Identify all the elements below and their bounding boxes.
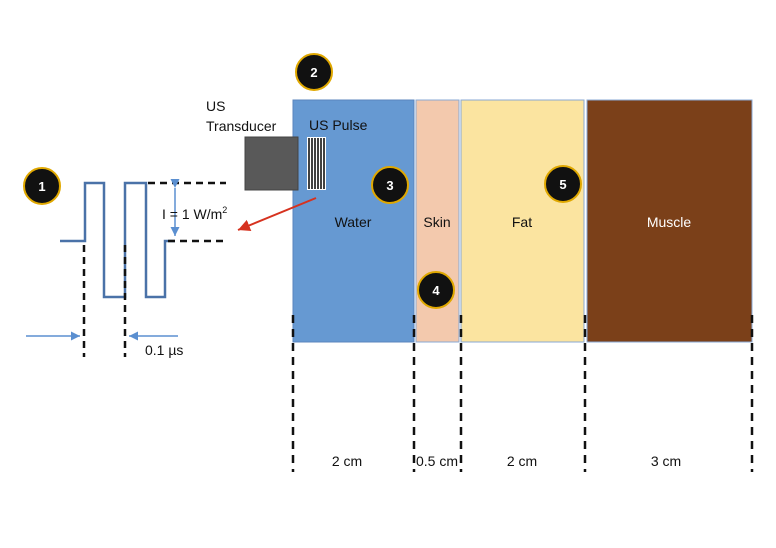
us-pulse-icon [307, 137, 326, 190]
pulse-arrow [237, 197, 317, 231]
us-pulse-label: US Pulse [309, 117, 368, 133]
badge-3: 3 [371, 166, 409, 204]
transducer-label-line2: Transducer [206, 118, 277, 134]
thickness-fat: 2 cm [507, 453, 537, 469]
layer-water-label: Water [335, 214, 372, 230]
layer-muscle [586, 99, 753, 343]
transducer-label-line1: US [206, 98, 225, 114]
svg-text:5: 5 [559, 177, 566, 192]
layer-muscle-label: Muscle [647, 214, 692, 230]
intensity-label: I = 1 W/m2 [162, 205, 227, 222]
svg-text:3: 3 [386, 178, 393, 193]
duration-label: 0.1 µs [145, 342, 183, 358]
badge-4: 4 [417, 271, 455, 309]
svg-text:1: 1 [38, 179, 45, 194]
layer-fat [460, 99, 585, 343]
transducer-body [244, 136, 299, 191]
badge-1: 1 [23, 167, 61, 205]
thickness-muscle: 3 cm [651, 453, 681, 469]
thickness-skin: 0.5 cm [416, 453, 458, 469]
badge-5: 5 [544, 165, 582, 203]
layer-skin-label: Skin [423, 214, 450, 230]
svg-text:4: 4 [432, 283, 440, 298]
pulse-waveform [60, 181, 175, 299]
thickness-water: 2 cm [332, 453, 362, 469]
badge-2: 2 [295, 53, 333, 91]
layer-fat-label: Fat [512, 214, 532, 230]
svg-text:2: 2 [310, 65, 317, 80]
